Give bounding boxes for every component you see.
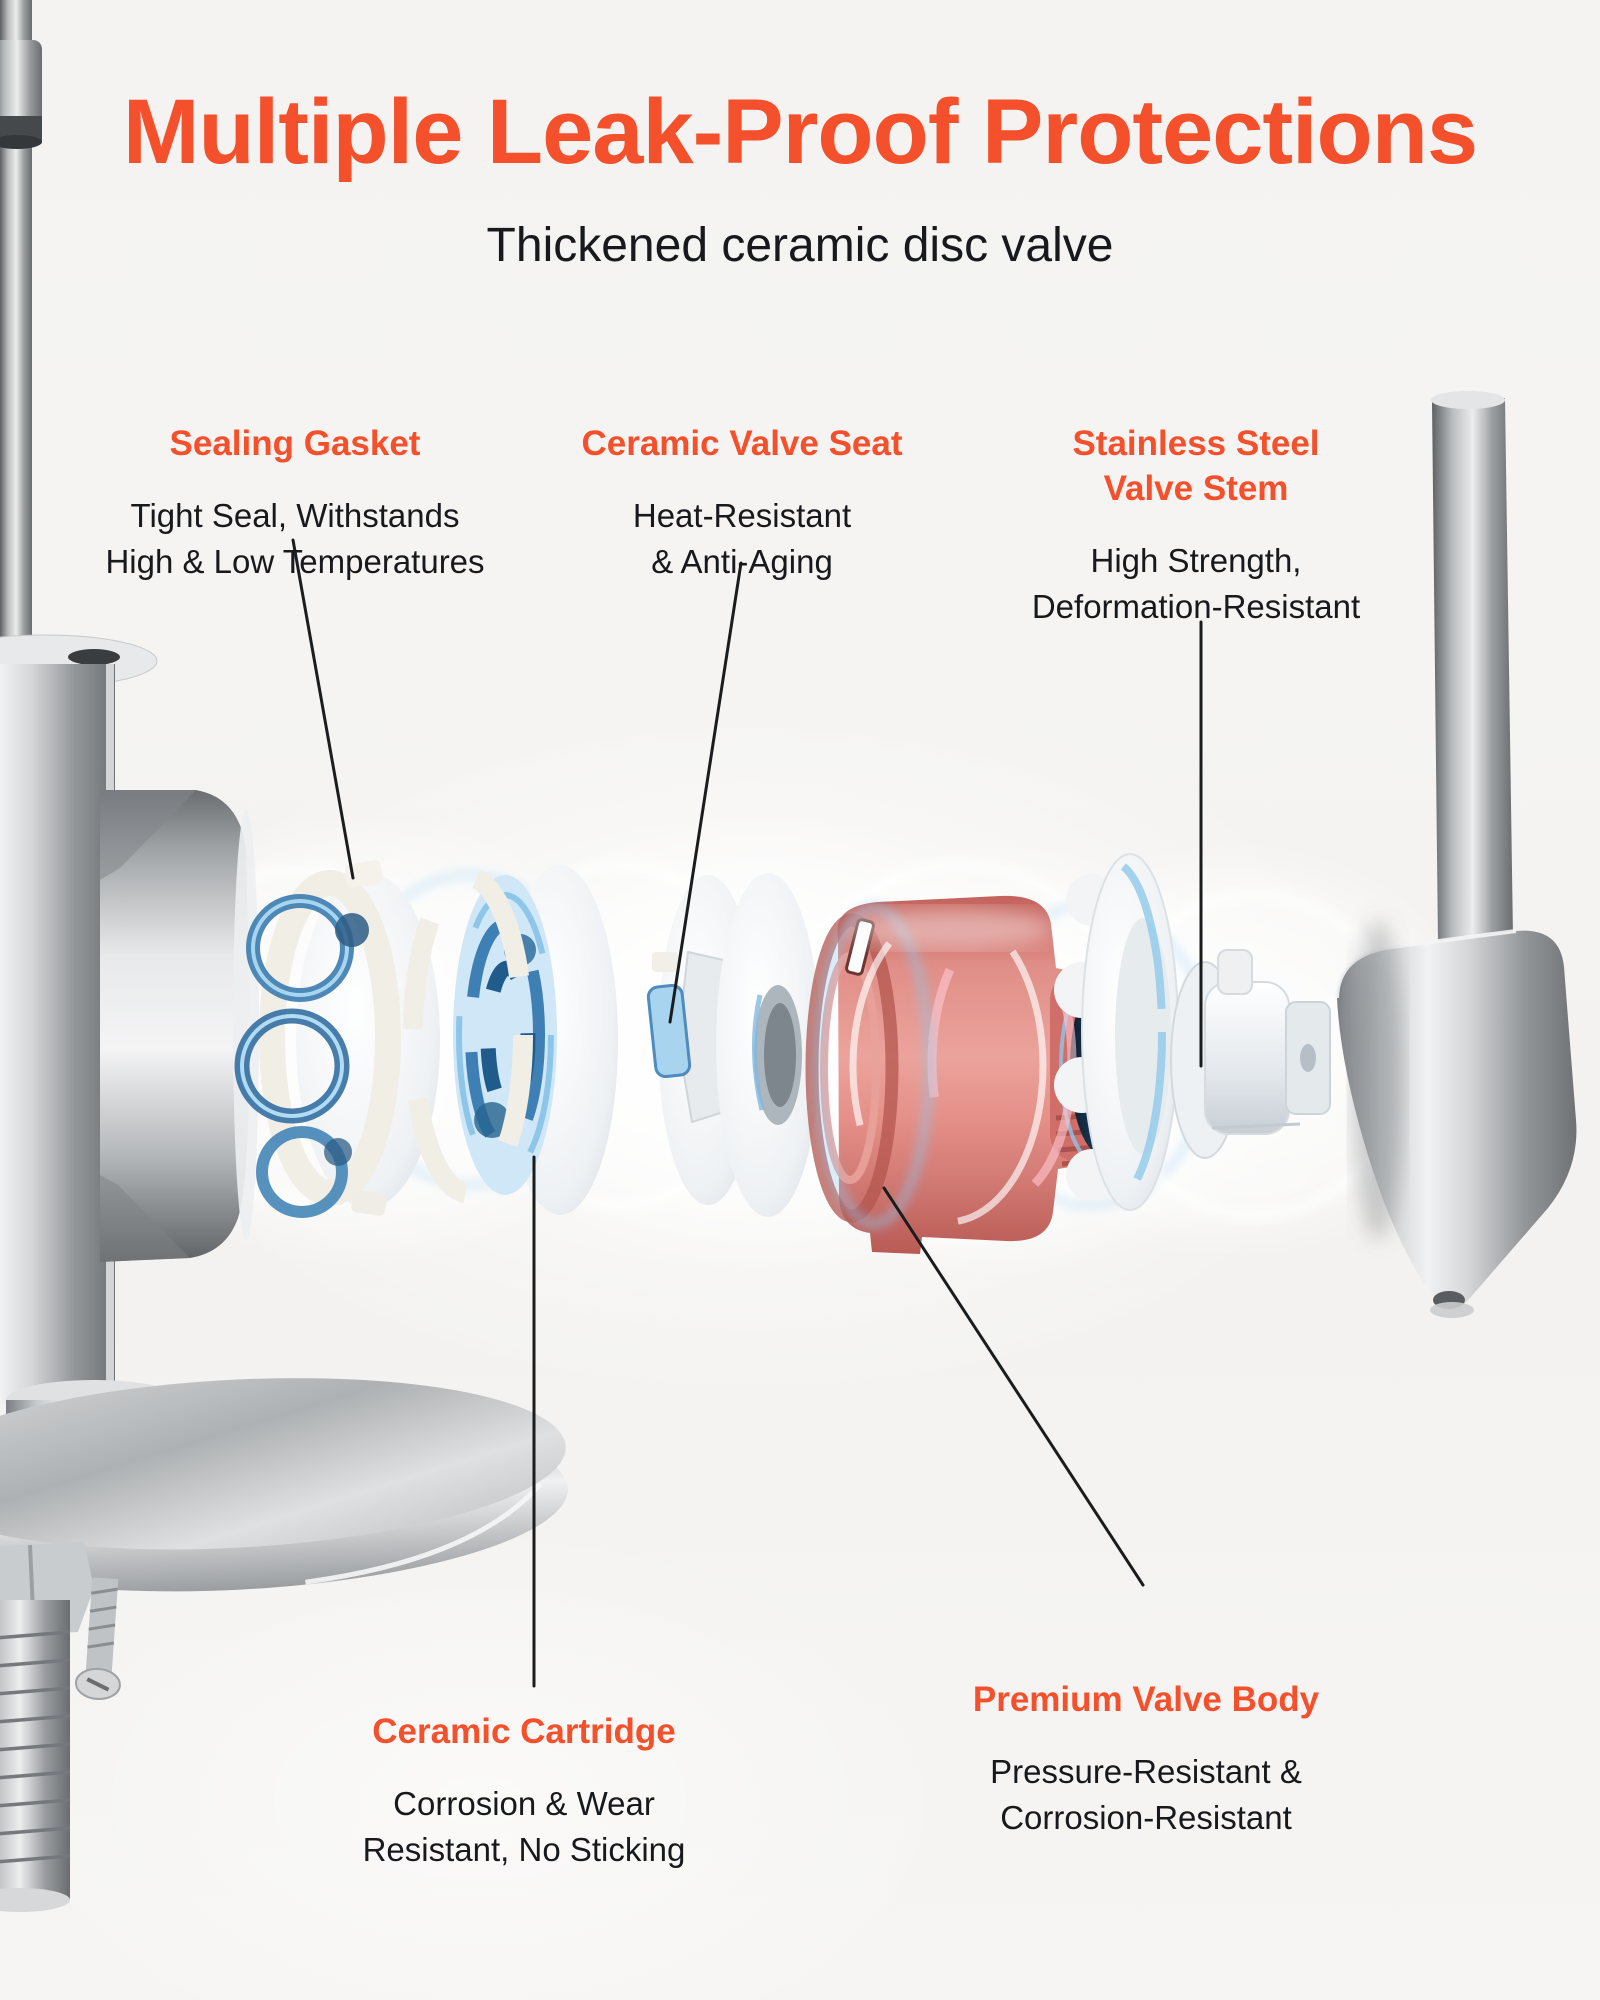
- threaded-shank: [0, 1542, 94, 1912]
- callout-sealing-gasket: Sealing Gasket Tight Seal, Withstands Hi…: [60, 404, 530, 603]
- sealing-gasket-part: [234, 860, 440, 1218]
- callout-valve-stem: Stainless Steel Valve Stem High Strength…: [976, 404, 1416, 648]
- page-title: Multiple Leak-Proof Protections: [122, 81, 1478, 183]
- callout-valve-body: Premium Valve Body Pressure-Resistant & …: [911, 1660, 1381, 1859]
- callout-heading: Ceramic Valve Seat: [581, 424, 903, 463]
- callout-body: High Strength, Deformation-Resistant: [1031, 541, 1361, 625]
- ceramic-valve-seat-leader-line: [668, 561, 743, 1024]
- page-subtitle: Thickened ceramic disc valve: [486, 219, 1114, 272]
- callout-body: Pressure-Resistant & Corrosion-Resistant: [990, 1752, 1302, 1836]
- callout-heading: Premium Valve Body: [972, 1680, 1320, 1719]
- callout-ceramic-valve-seat: Ceramic Valve Seat Heat-Resistant & Anti…: [522, 404, 962, 603]
- callout-ceramic-cartridge: Ceramic Cartridge Corrosion & Wear Resis…: [289, 1692, 759, 1891]
- callout-body: Heat-Resistant & Anti-Aging: [632, 496, 852, 580]
- valve-body-leader-line: [882, 1186, 1145, 1587]
- sealing-gasket-leader-line: [291, 538, 355, 880]
- spacer-disc-part: [716, 873, 820, 1217]
- callout-heading: Stainless Steel Valve Stem: [1072, 424, 1320, 508]
- faucet-handle: [1335, 391, 1577, 1318]
- ceramic-cartridge-part: [403, 865, 618, 1215]
- faucet-spout-assembly: [0, 0, 568, 1912]
- mounting-screw: [74, 1577, 121, 1701]
- callout-body: Tight Seal, Withstands High & Low Temper…: [105, 496, 485, 580]
- callout-body: Corrosion & Wear Resistant, No Sticking: [362, 1784, 686, 1868]
- callout-heading: Sealing Gasket: [169, 424, 421, 463]
- retainer-disc-part: [1054, 853, 1179, 1211]
- valve-stem-part: [1170, 949, 1331, 1159]
- callout-heading: Ceramic Cartridge: [372, 1712, 676, 1751]
